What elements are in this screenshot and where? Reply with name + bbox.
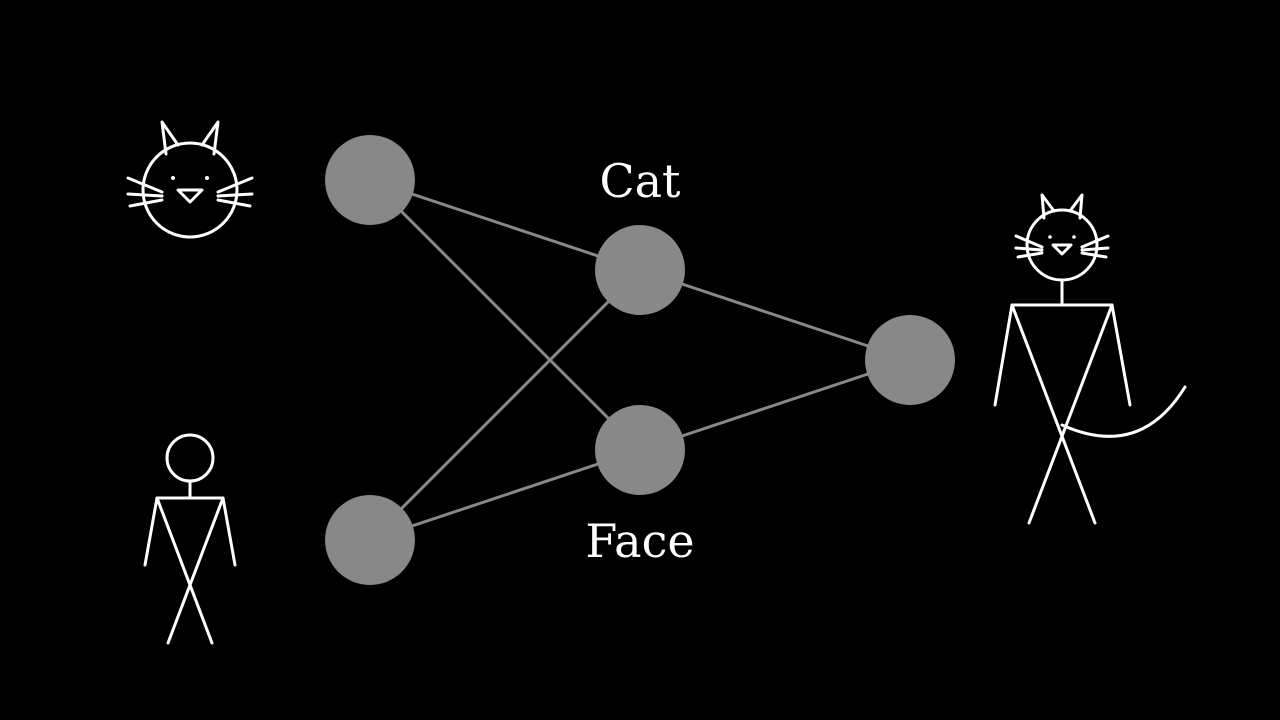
edge-hidden-face-output: [639, 358, 911, 452]
hidden-node-face: [595, 405, 685, 495]
edge-input2-hidden-face: [369, 448, 641, 542]
hidden-cat-label: Cat: [599, 154, 681, 208]
input-node-2: [325, 495, 415, 585]
network-edges: [368, 178, 911, 542]
edge-input2-hidden-cat: [368, 268, 642, 542]
edge-input1-hidden-cat: [369, 178, 641, 272]
stick-figure-icon: [143, 433, 237, 645]
cat-person-icon: [993, 193, 1187, 525]
edge-input1-hidden-face: [368, 178, 642, 452]
network-nodes: [325, 135, 955, 585]
hidden-node-cat: [595, 225, 685, 315]
hidden-face-label: Face: [585, 514, 694, 568]
output-node: [865, 315, 955, 405]
edge-hidden-cat-output: [639, 268, 911, 362]
input-node-1: [325, 135, 415, 225]
cat-head-icon: [126, 120, 254, 239]
